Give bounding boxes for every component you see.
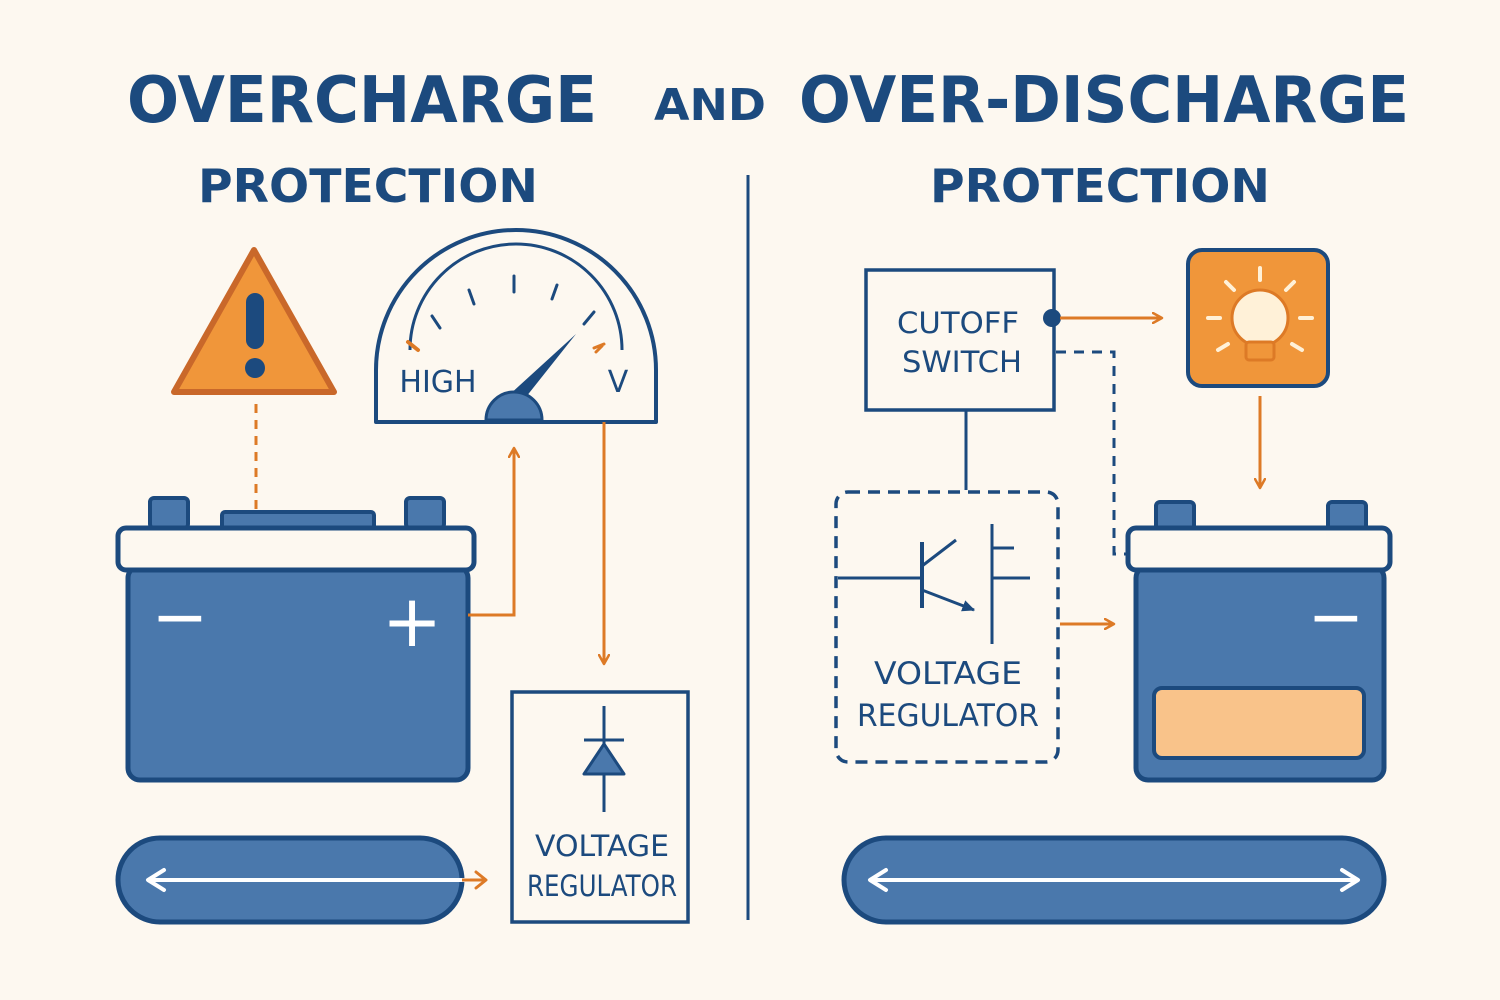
gauge-needle — [508, 334, 576, 402]
left-battery: − + — [115, 496, 477, 783]
title-block: OVERCHARGE AND OVER-DISCHARGE — [127, 64, 1409, 138]
left-regulator-line1: VOLTAGE — [535, 829, 669, 863]
right-subtitle: PROTECTION — [930, 159, 1270, 213]
left-voltage-regulator: VOLTAGE REGULATOR — [510, 690, 690, 924]
battery-to-gauge-arrow — [468, 448, 514, 617]
switch-line2: SWITCH — [902, 345, 1022, 379]
voltage-gauge: HIGH V — [374, 228, 658, 424]
warning-icon — [171, 247, 337, 395]
right-panel: PROTECTION CUTOFF SWITCH — [834, 159, 1393, 925]
title-and: AND — [654, 80, 766, 131]
right-battery-minus: − — [1308, 578, 1365, 657]
title-over-discharge: OVER-DISCHARGE — [799, 64, 1409, 138]
battery-minus: − — [152, 578, 209, 657]
gauge-label-v: V — [608, 365, 629, 400]
battery-plus: + — [382, 579, 442, 663]
switch-terminal — [1043, 309, 1061, 327]
low-charge-indicator — [1152, 686, 1366, 760]
switch-to-battery-dashed — [1056, 350, 1138, 556]
right-regulator-line2: REGULATOR — [857, 698, 1039, 734]
right-regulator-line1: VOLTAGE — [874, 656, 1022, 692]
title-overcharge: OVERCHARGE — [127, 64, 597, 138]
left-subtitle: PROTECTION — [198, 159, 538, 213]
switch-line1: CUTOFF — [897, 306, 1019, 340]
left-level-bar — [115, 835, 488, 925]
left-panel: PROTECTION HIGH V — [115, 159, 690, 925]
cutoff-switch: CUTOFF SWITCH — [864, 268, 1061, 412]
right-battery: − — [1125, 500, 1393, 783]
right-level-bar — [841, 835, 1387, 925]
gauge-label-high: HIGH — [399, 365, 476, 400]
right-voltage-regulator: VOLTAGE REGULATOR — [834, 490, 1060, 764]
left-regulator-line2: REGULATOR — [527, 869, 677, 903]
lamp-icon — [1186, 248, 1330, 388]
